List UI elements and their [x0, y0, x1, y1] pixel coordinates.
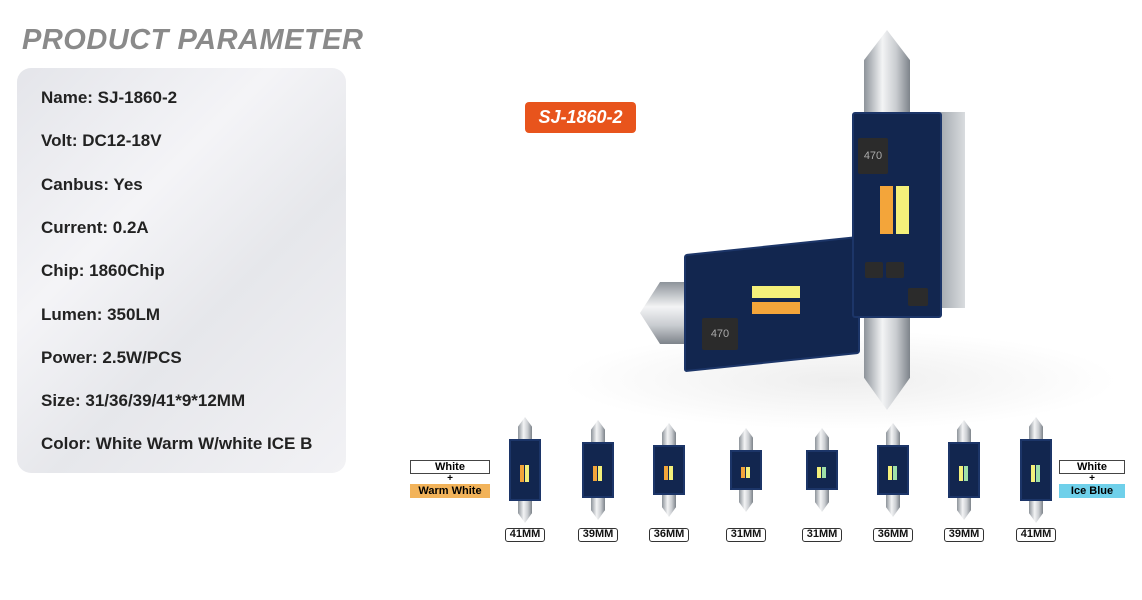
parameter-row: Chip: 1860Chip: [41, 261, 165, 281]
parameter-panel: [17, 68, 346, 473]
size-label: 36MM: [873, 528, 913, 542]
legend-ice-blue: White + Ice Blue: [1059, 460, 1125, 498]
size-label: 31MM: [726, 528, 766, 542]
page-title: PRODUCT PARAMETER: [22, 24, 364, 56]
parameter-row: Size: 31/36/39/41*9*12MM: [41, 391, 246, 411]
size-label: 41MM: [1016, 528, 1056, 542]
parameter-row: Name: SJ-1860-2: [41, 88, 178, 107]
model-badge: SJ-1860-2: [525, 102, 636, 133]
size-label: 39MM: [578, 528, 618, 542]
parameter-row: Canbus: Yes: [41, 174, 143, 194]
size-label: 36MM: [649, 528, 689, 542]
size-label: 41MM: [505, 528, 545, 542]
size-label: 31MM: [802, 528, 842, 542]
parameter-row: Volt: DC12-18V: [41, 131, 162, 151]
parameter-row: Power: 2.5W/PCS: [41, 347, 182, 367]
legend-warm-white: White + Warm White: [410, 460, 490, 498]
parameter-row: Current: 0.2A: [41, 217, 149, 237]
parameter-row: Color: White Warm W/white ICE B: [41, 434, 313, 454]
size-label: 39MM: [944, 528, 984, 542]
parameter-row: Lumen: 350LM: [41, 304, 161, 324]
